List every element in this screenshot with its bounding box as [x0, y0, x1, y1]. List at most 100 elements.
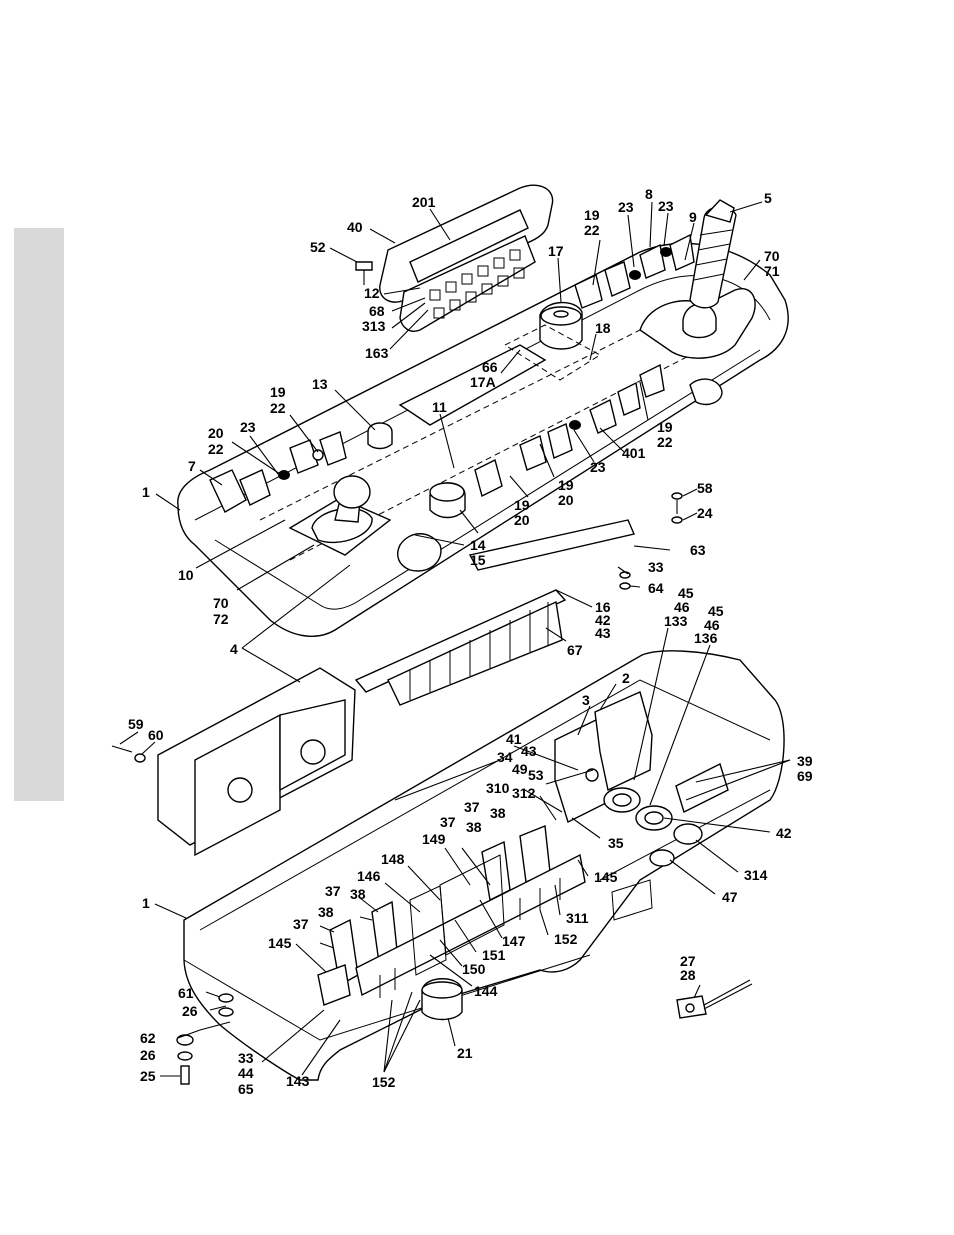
callout-401: 401	[622, 445, 646, 461]
callout-38-d: 38	[318, 904, 334, 920]
callout-23-left: 23	[240, 419, 256, 435]
callout-42-right: 42	[776, 825, 792, 841]
callout-66: 66	[482, 359, 498, 375]
side-tab-marker	[14, 228, 64, 801]
callout-17A: 17A	[470, 374, 496, 390]
callout-53: 53	[528, 767, 544, 783]
callout-45-b: 45	[708, 603, 724, 619]
callout-146: 146	[357, 868, 381, 884]
callout-25: 25	[140, 1068, 156, 1084]
toggle-switch-guards	[209, 233, 695, 513]
callout-7: 7	[188, 458, 196, 474]
callout-17: 17	[548, 243, 564, 259]
joystick-left	[288, 475, 392, 556]
callout-19-top: 19	[584, 207, 600, 223]
callout-1-base: 1	[142, 895, 150, 911]
mounting-plate	[111, 667, 356, 857]
callout-163: 163	[365, 345, 389, 361]
callout-314: 314	[744, 867, 768, 883]
callout-69: 69	[797, 768, 813, 784]
callout-22-left-b: 22	[208, 441, 224, 457]
callout-33-bottom: 33	[238, 1050, 254, 1066]
callout-21: 21	[457, 1045, 473, 1061]
callout-38-c: 38	[350, 886, 366, 902]
callout-151: 151	[482, 947, 506, 963]
callout-20-mid: 20	[558, 492, 574, 508]
callout-22-right: 22	[657, 434, 673, 450]
callout-313: 313	[362, 318, 386, 334]
callout-22-left: 22	[270, 400, 286, 416]
callout-38-b: 38	[466, 819, 482, 835]
callout-11: 11	[432, 399, 447, 415]
callout-152-right: 152	[554, 931, 578, 947]
callout-9: 9	[689, 209, 697, 225]
callout-15: 15	[470, 552, 486, 568]
callout-61: 61	[178, 985, 194, 1001]
callout-65: 65	[238, 1081, 254, 1097]
callout-145-right: 145	[594, 869, 618, 885]
leader-lines	[119, 201, 791, 1077]
callout-70-left: 70	[213, 595, 229, 611]
callout-144: 144	[474, 983, 498, 999]
callout-14: 14	[470, 537, 486, 553]
callout-311: 311	[566, 910, 589, 926]
callout-27: 27	[680, 953, 696, 969]
callout-22-top: 22	[584, 222, 600, 238]
callout-19-mid: 19	[558, 477, 574, 493]
callout-42-top: 42	[595, 612, 611, 628]
callout-12: 12	[364, 285, 380, 301]
callout-37-c: 37	[325, 883, 341, 899]
callout-201: 201	[412, 194, 436, 210]
callout-13: 13	[312, 376, 328, 392]
callout-312: 312	[512, 785, 536, 801]
callout-39: 39	[797, 753, 813, 769]
callout-152-bottom: 152	[372, 1074, 396, 1090]
callout-145-left: 145	[268, 935, 292, 951]
callout-47: 47	[722, 889, 738, 905]
relay-strip	[354, 589, 567, 706]
callout-18: 18	[595, 320, 611, 336]
callout-41: 41	[506, 731, 522, 747]
callout-35: 35	[608, 835, 624, 851]
callout-149: 149	[422, 831, 446, 847]
callout-72: 72	[213, 611, 229, 627]
callout-8: 8	[645, 186, 653, 202]
callout-37-b: 37	[440, 814, 456, 830]
callout-5: 5	[764, 190, 772, 206]
callout-143: 143	[286, 1073, 310, 1089]
callout-labels: 201 40 52 12 68 313 163 17 19 22 23 8 23…	[128, 186, 813, 1097]
callout-147: 147	[502, 933, 526, 949]
callout-70-top: 70	[764, 248, 780, 264]
callout-4: 4	[230, 641, 238, 657]
callout-2: 2	[622, 670, 630, 686]
callout-37-d: 37	[293, 916, 309, 932]
callout-19-low: 19	[514, 497, 530, 513]
callout-26-a: 26	[182, 1003, 198, 1019]
callout-59: 59	[128, 716, 144, 732]
callout-23-right: 23	[590, 459, 606, 475]
callout-46-a: 46	[674, 599, 690, 615]
callout-148: 148	[381, 851, 405, 867]
callout-20-left: 20	[208, 425, 224, 441]
callout-26-b: 26	[140, 1047, 156, 1063]
callout-52: 52	[310, 239, 326, 255]
callout-133: 133	[664, 613, 688, 629]
callout-44: 44	[238, 1065, 254, 1081]
joystick-right	[639, 199, 756, 359]
callout-62: 62	[140, 1030, 156, 1046]
callout-43-top: 43	[595, 625, 611, 641]
callout-58: 58	[697, 480, 713, 496]
callout-28: 28	[680, 967, 696, 983]
key-tool	[676, 979, 753, 1019]
callout-34: 34	[497, 749, 513, 765]
callout-68: 68	[369, 303, 385, 319]
callout-43-mid: 43	[521, 743, 537, 759]
callout-49: 49	[512, 761, 528, 777]
callout-16: 16	[595, 599, 611, 615]
callout-10: 10	[178, 567, 194, 583]
callout-20-low: 20	[514, 512, 530, 528]
emergency-stop-button	[503, 301, 601, 381]
callout-19-left: 19	[270, 384, 286, 400]
rail-bar	[468, 492, 683, 590]
